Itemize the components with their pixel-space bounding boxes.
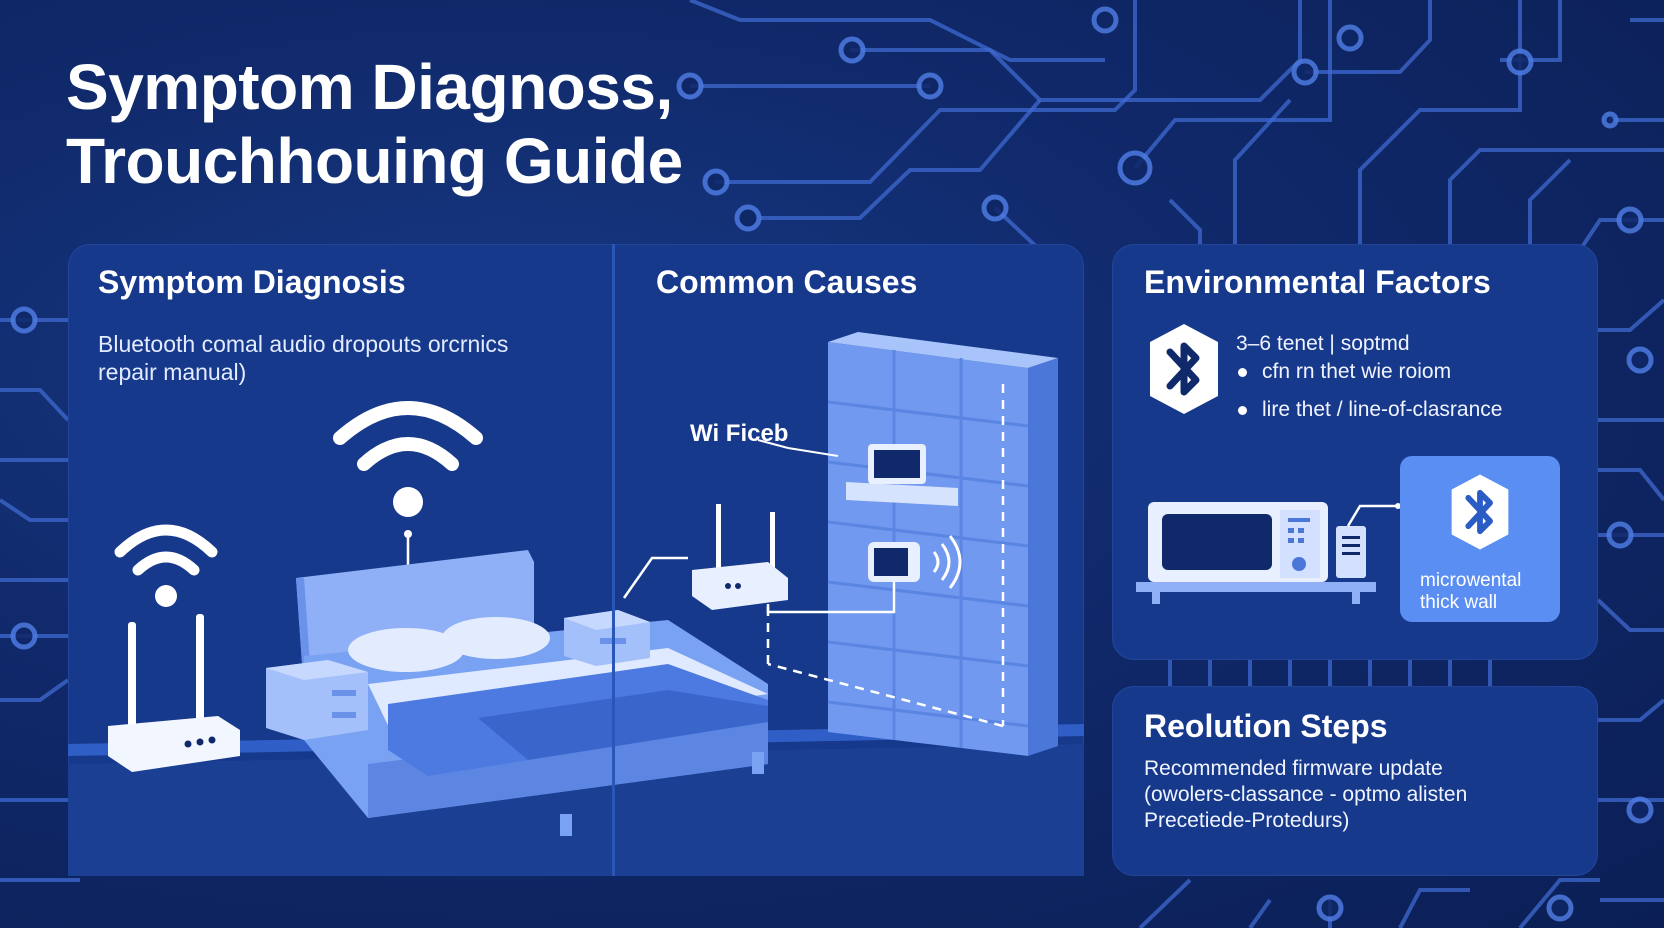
router-illustration-right [622,504,788,610]
environment-bullets: 3–6 tenet | soptmd cfn rn thet wie roiom… [1236,330,1576,424]
laptop-illustration [757,439,958,506]
bullet-dot [1238,406,1247,415]
panel-divider [612,244,615,876]
resolution-line-1: Recommended firmware update [1144,757,1443,780]
bullet-item: lire thet / line-of-clasrance [1236,396,1576,424]
microwave-card-label: microwental thick wall [1420,570,1550,614]
diagnosis-panel: Symptom Diagnosis Bluetooth comal audio … [68,244,1084,876]
microwave-icon [1136,502,1401,604]
symptom-description: Bluetooth comal audio dropouts orcrnics … [98,330,568,386]
title-line-2: Trouchhouing Guide [66,125,683,197]
microwave-card: microwental thick wall [1400,456,1560,622]
bed-icon [296,550,768,836]
bluetooth-speaker-illustration [766,535,962,614]
resolution-text: Recommended firmware update (owolers-cla… [1144,756,1584,834]
symptom-desc-line-1: Bluetooth comal audio dropouts orcrnics [98,331,509,357]
causes-heading: Common Causes [656,264,918,300]
resolution-heading: Reolution Steps [1144,708,1388,744]
bullet-dot [1238,368,1247,377]
resolution-panel: Reolution Steps Recommended firmware upd… [1112,686,1598,876]
page-title: Symptom Diagnoss, Trouchhouing Guide [66,50,683,198]
bullet-text: cfn rn thet wie roiom [1262,360,1452,383]
nightstand-left [266,660,368,740]
bullet-item: cfn rn thet wie roiom [1236,358,1576,386]
appliance-illustration [1136,502,1401,604]
router-illustration-left [108,614,240,772]
symptom-desc-line-2: repair manual) [98,359,247,385]
wifi-icon-left [114,524,218,607]
card-label-line-1: microwental [1420,570,1522,591]
environment-panel: Environmental Factors 3–6 tenet | soptmd… [1112,244,1598,660]
card-label-line-2: thick wall [1420,592,1498,613]
resolution-line-3: Precetiede-Protedurs) [1144,809,1350,832]
bluetooth-icon [1150,324,1218,414]
symptom-heading: Symptom Diagnosis [98,264,406,300]
bullet-intro: 3–6 tenet | soptmd [1236,332,1410,355]
wifi-icon [333,401,483,604]
nightstand-right [564,610,650,666]
thick-wall-illustration [766,332,1058,756]
wifi-label: Wi Ficeb [690,420,789,447]
bullet-text: lire thet / line-of-clasrance [1262,398,1503,421]
resolution-line-2: (owolers-classance - optmo alisten [1144,783,1468,806]
bedroom-scene-illustration [68,332,1084,876]
title-line-1: Symptom Diagnoss, [66,51,673,123]
bluetooth-icon-small [1451,474,1509,550]
environment-heading: Environmental Factors [1144,264,1491,300]
